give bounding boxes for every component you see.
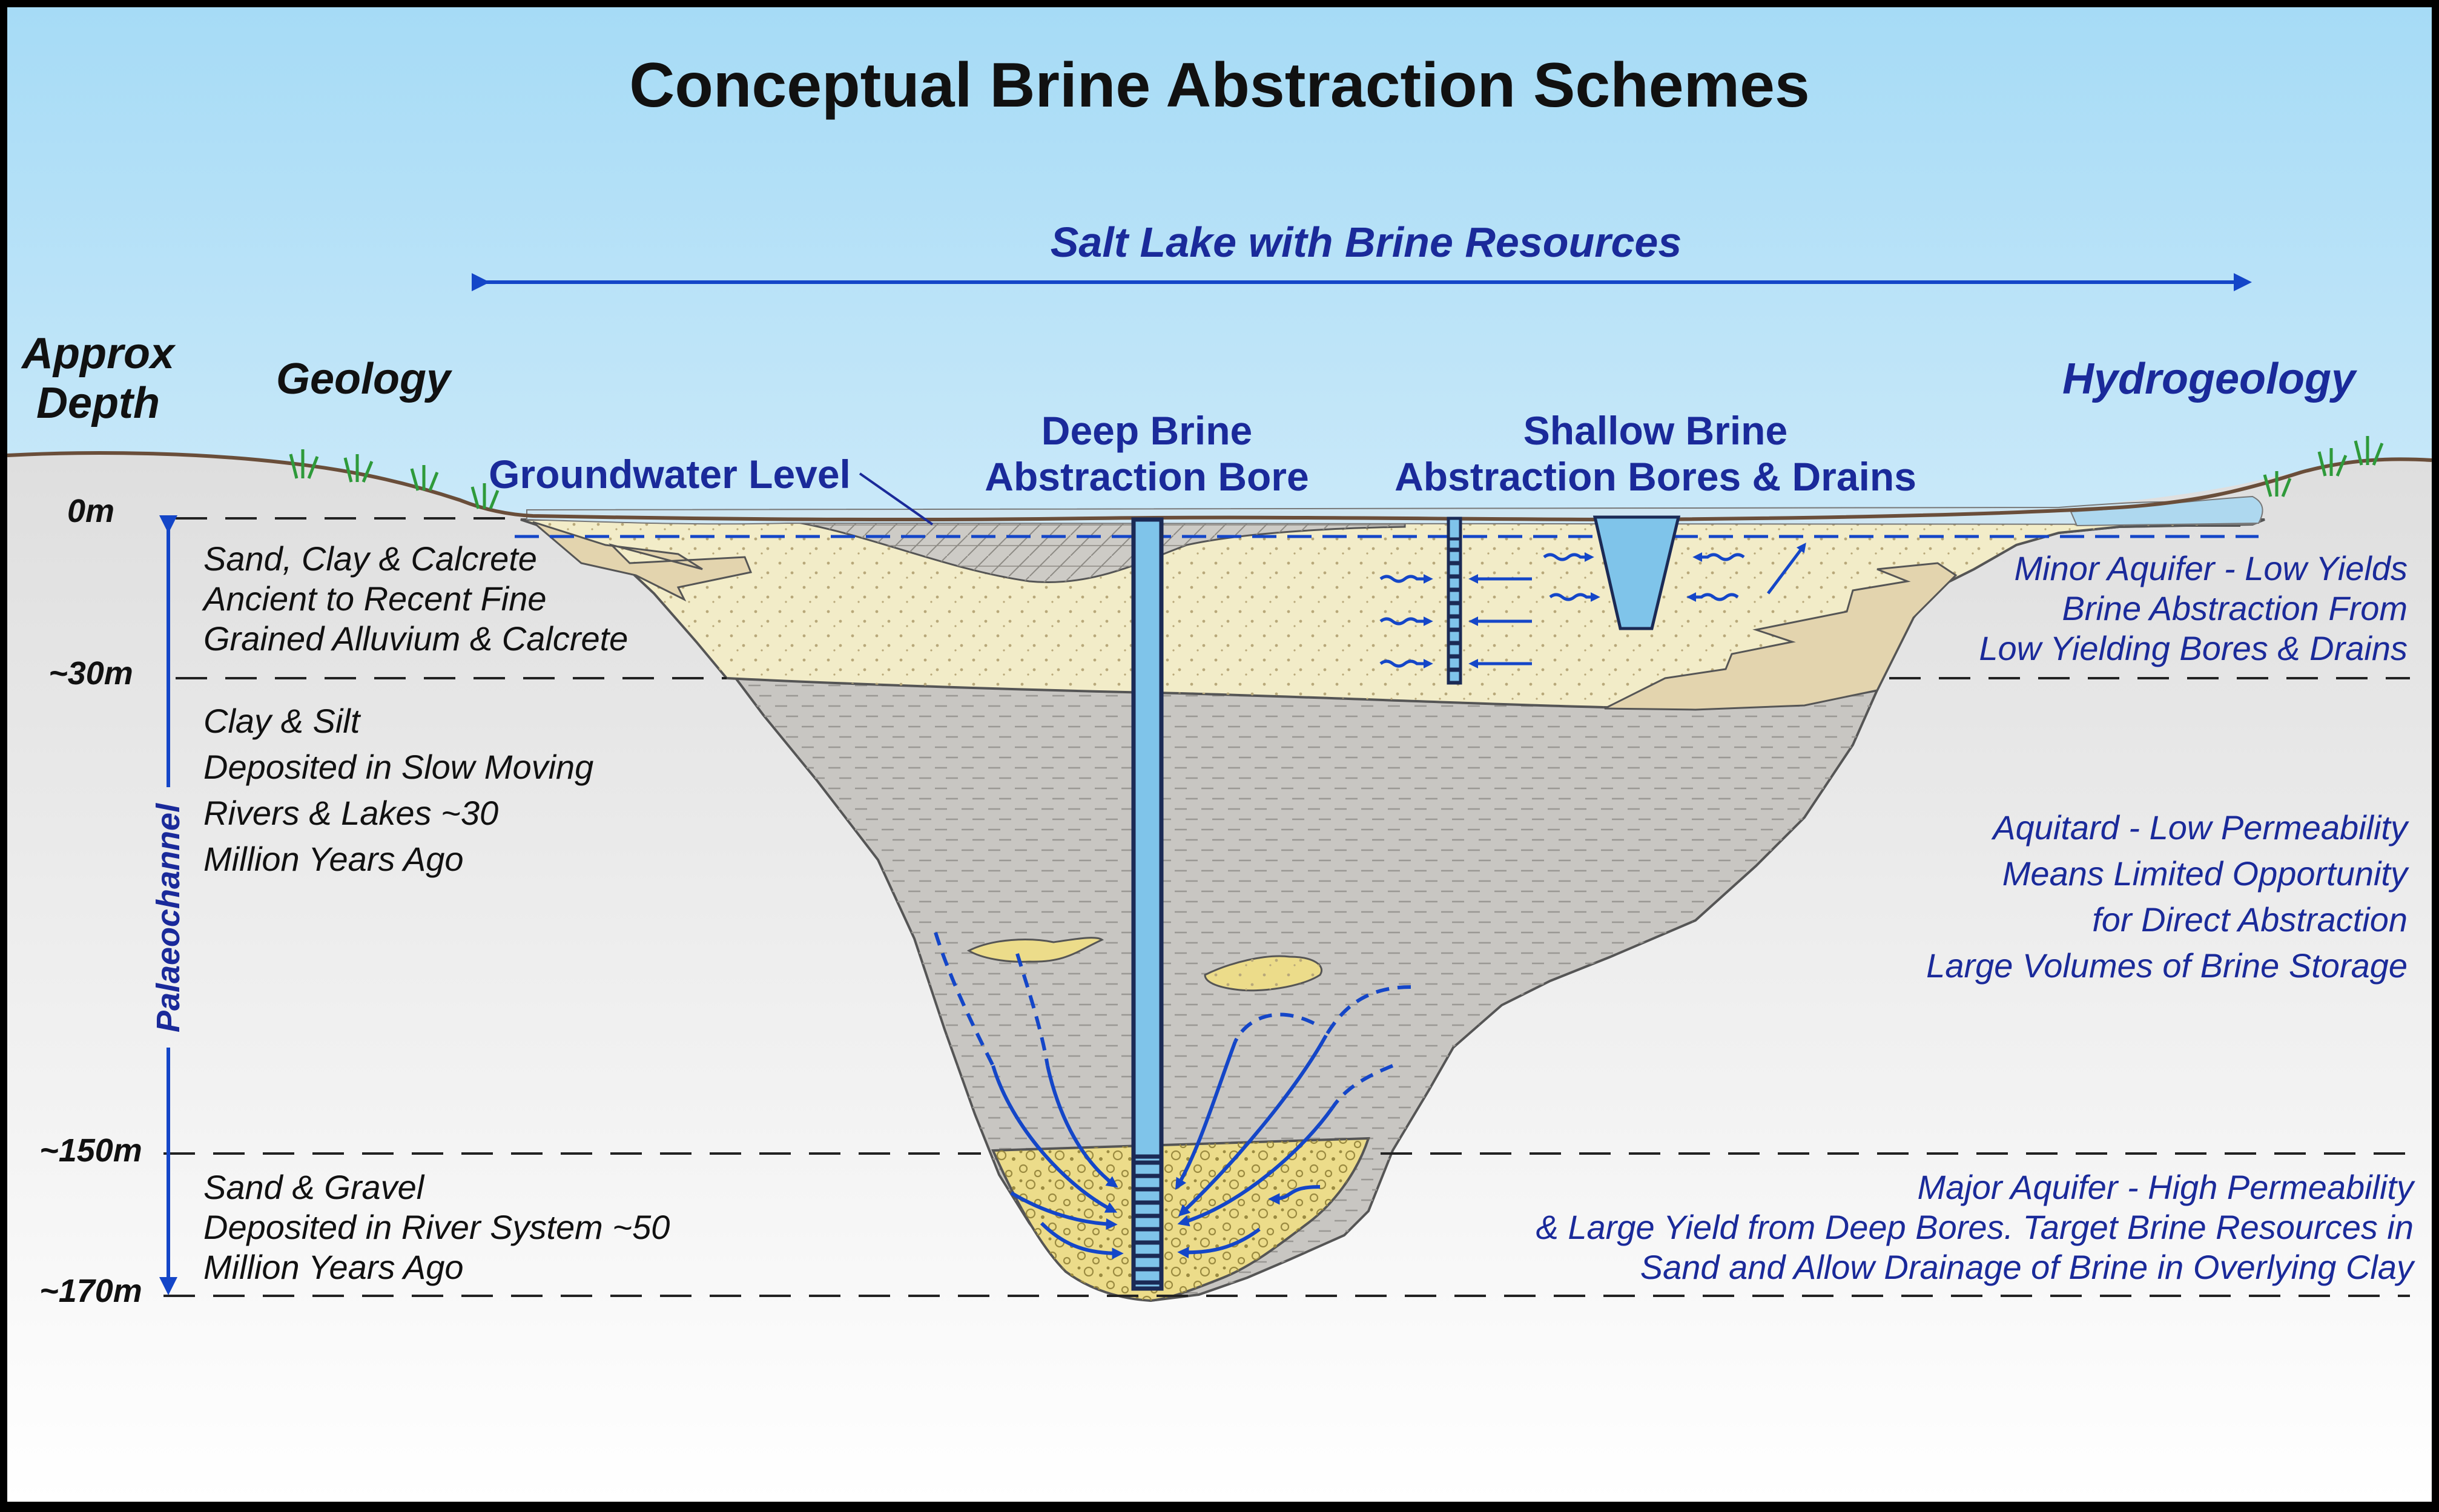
grass-tufts — [289, 436, 2384, 509]
flow-arrow-2 — [1379, 616, 1433, 627]
grass-tuft-4 — [470, 483, 500, 509]
sand-lens-left — [966, 937, 1104, 963]
flow-arrow-7 — [1543, 552, 1594, 563]
depth-150m: ~150m — [39, 1132, 142, 1169]
sand-lens-dots — [1205, 956, 1322, 991]
hydro-middle-line: for Direct Abstraction — [2092, 900, 2408, 939]
hydro-middle-line: Large Volumes of Brine Storage — [1926, 946, 2408, 985]
geology-middle-line: Clay & Silt — [203, 702, 361, 740]
shallow-flow-arrows — [1379, 543, 1806, 669]
hydrogeology-middle-text: Aquitard - Low Permeability Means Limite… — [1926, 808, 2409, 985]
flow-arrow-8 — [1549, 592, 1600, 602]
left-calcrete-wedge — [532, 521, 753, 602]
hydrogeology-upper-text: Minor Aquifer - Low Yields Brine Abstrac… — [1979, 549, 2408, 667]
groundwater-level-label: Groundwater Level — [489, 452, 851, 497]
flow-arrow-10 — [1686, 592, 1739, 602]
deep-flow-arrow-9 — [1177, 1227, 1261, 1259]
depth-0m: 0m — [67, 493, 114, 529]
flow-arrow-1 — [1379, 573, 1433, 584]
deep-flow-arrow-6 — [1178, 1034, 1328, 1217]
geology-middle-text: Clay & Silt Deposited in Slow Moving Riv… — [203, 702, 593, 878]
deep-bore-screen — [1131, 1154, 1164, 1291]
depth-30m: ~30m — [48, 655, 133, 692]
depth-label: Depth — [36, 379, 160, 428]
deep-flow-dash-1 — [934, 932, 995, 1067]
grass-tuft-5 — [2263, 471, 2292, 497]
deep-flow-arrow-5 — [1175, 1040, 1237, 1190]
right-calcrete-wedge — [1604, 562, 1958, 711]
brine-drain-trench — [1592, 515, 1681, 630]
palaeochannel-label: Palaeochannel — [150, 803, 186, 1032]
salt-lake-label: Salt Lake with Brine Resources — [1051, 219, 1682, 266]
deep-flow-arrow-8 — [1268, 1185, 1321, 1205]
flow-arrow-11 — [1767, 543, 1806, 595]
grass-tuft-6 — [2317, 448, 2348, 477]
hydro-middle-line: Means Limited Opportunity — [2002, 854, 2409, 893]
deep-flow-arrows — [934, 932, 1411, 1259]
deep-flow-arrow-2 — [1046, 1065, 1118, 1188]
grass-tuft-7 — [2354, 436, 2384, 466]
geology-upper-line: Grained Alluvium & Calcrete — [203, 619, 628, 658]
deep-flow-dash-4 — [1324, 985, 1411, 1037]
geology-lower-line: Sand & Gravel — [203, 1168, 425, 1206]
geology-lower-line: Deposited in River System ~50 — [203, 1208, 670, 1246]
diagram-title: Conceptual Brine Abstraction Schemes — [629, 50, 1810, 120]
geology-middle-line: Million Years Ago — [203, 840, 464, 878]
deep-bore-label-line1: Deep Brine — [1041, 408, 1252, 453]
deep-flow-arrow-7 — [1177, 1107, 1334, 1227]
grass-tuft-3 — [410, 465, 439, 491]
hydrogeology-lower-text: Major Aquifer - High Permeability & Larg… — [1536, 1168, 2415, 1286]
deep-flow-arrow-3 — [1010, 1191, 1118, 1230]
hydro-middle-line: Aquitard - Low Permeability — [1991, 808, 2409, 847]
groundwater-leader-line — [859, 472, 934, 526]
hydro-upper-line: Low Yielding Bores & Drains — [1979, 629, 2408, 667]
shallow-bores-label-line1: Shallow Brine — [1523, 408, 1787, 453]
geology-upper-line: Sand, Clay & Calcrete — [203, 540, 537, 578]
approx-label: Approx — [21, 329, 176, 378]
geology-upper-line: Ancient to Recent Fine — [202, 579, 547, 618]
deep-flow-arrow-1 — [991, 1065, 1118, 1213]
flow-arrow-3 — [1379, 658, 1433, 669]
geology-middle-line: Deposited in Slow Moving — [203, 748, 593, 786]
hydro-lower-line: Sand and Allow Drainage of Brine in Over… — [1640, 1248, 2415, 1286]
clay-hatching — [521, 520, 2240, 1301]
deep-flow-dash-5 — [1330, 1064, 1394, 1109]
deep-bore-label-line2: Abstraction Bore — [985, 454, 1309, 499]
deep-flow-dash-3 — [1233, 1012, 1315, 1043]
geology-upper-text: Sand, Clay & Calcrete Ancient to Recent … — [202, 540, 628, 658]
hydro-upper-line: Brine Abstraction From — [2062, 589, 2408, 627]
hydro-lower-line: Major Aquifer - High Permeability — [1917, 1168, 2415, 1206]
grass-tuft-1 — [289, 449, 319, 479]
hydro-lower-line: & Large Yield from Deep Bores. Target Br… — [1536, 1208, 2414, 1246]
deep-flow-arrow-4 — [1040, 1221, 1124, 1259]
hydrogeology-header: Hydrogeology — [2062, 355, 2358, 403]
grass-tuft-2 — [343, 454, 374, 483]
geology-middle-line: Rivers & Lakes ~30 — [203, 794, 498, 832]
geology-lower-line: Million Years Ago — [203, 1248, 464, 1286]
shallow-bore-screen — [1447, 537, 1462, 685]
hydro-upper-line: Minor Aquifer - Low Yields — [2015, 549, 2408, 587]
shallow-bores-label-line2: Abstraction Bores & Drains — [1394, 454, 1916, 499]
geology-header: Geology — [276, 355, 453, 403]
geology-lower-text: Sand & Gravel Deposited in River System … — [203, 1168, 670, 1286]
depth-170m: ~170m — [39, 1273, 142, 1309]
flow-arrow-9 — [1692, 552, 1745, 563]
